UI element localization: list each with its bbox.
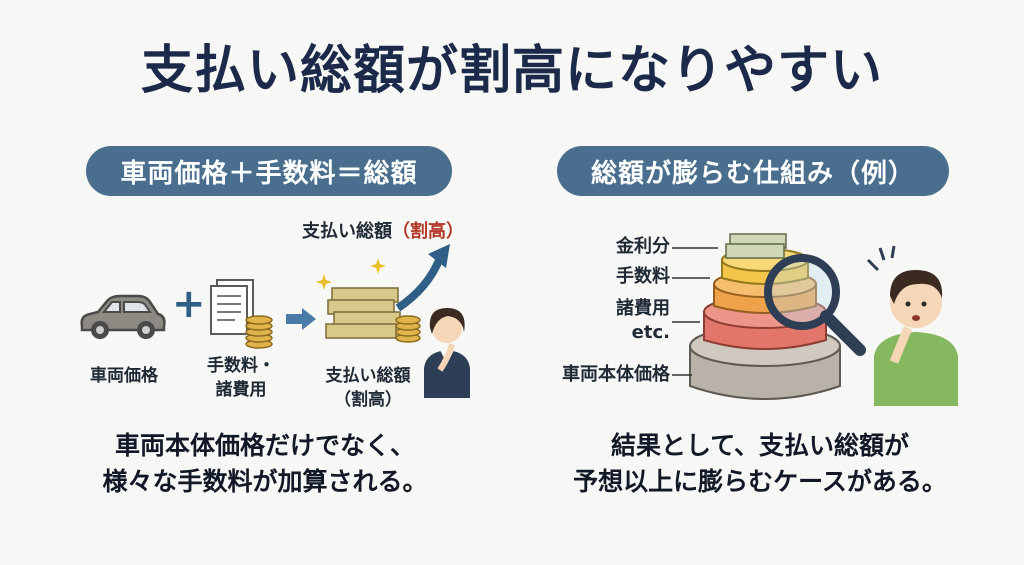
layer-label-expenses: 諸費用 [616,298,670,319]
magnifier-icon [764,254,866,356]
total-label-main: 支払い総額 [302,221,392,242]
worried-man-illustration [866,245,958,406]
right-header-pill: 総額が膨らむ仕組み（例） [557,146,949,196]
left-caption-line2: 様々な手数料が加算される。 [102,467,428,496]
plus-symbol: + [172,281,206,327]
left-header-pill: 車両価格＋手数料＝総額 [86,146,452,196]
left-caption-line1: 車両本体価格だけでなく、 [114,431,415,460]
layer-label-base-price: 車両本体価格 [562,364,670,385]
worried-woman-illustration [424,308,470,398]
total-label: 支払い総額（割高） [302,220,464,244]
left-caption: 車両本体価格だけでなく、 様々な手数料が加算される。 [70,428,460,500]
money-stack-icon [316,244,450,343]
fees-label: 手数料・ 諸費用 [196,354,286,402]
layer-leader-lines [672,247,718,376]
right-caption-line2: 予想以上に膨らむケースがある。 [573,467,947,496]
fees-label-line2: 諸費用 [215,380,267,400]
layer-label-etc: etc. [631,322,670,343]
sum-label-line1: 支払い総額 [325,366,411,386]
layer-label-interest: 金利分 [616,236,670,257]
right-arrow-icon [286,308,316,330]
fees-label-line1: 手数料・ [207,356,275,376]
page-title: 支払い総額が割高になりやすい [140,41,883,101]
car-icon [80,294,166,339]
right-caption-line1: 結果として、支払い総額が [610,431,909,460]
right-caption: 結果として、支払い総額が 予想以上に膨らむケースがある。 [540,428,980,500]
sum-label: 支払い総額 （割高） [318,364,418,412]
sum-label-line2: （割高） [334,390,402,410]
car-label: 車両価格 [90,366,158,386]
documents-coins-icon [210,279,273,349]
total-label-paren: （割高） [392,221,464,242]
layer-label-fees: 手数料 [616,266,670,287]
